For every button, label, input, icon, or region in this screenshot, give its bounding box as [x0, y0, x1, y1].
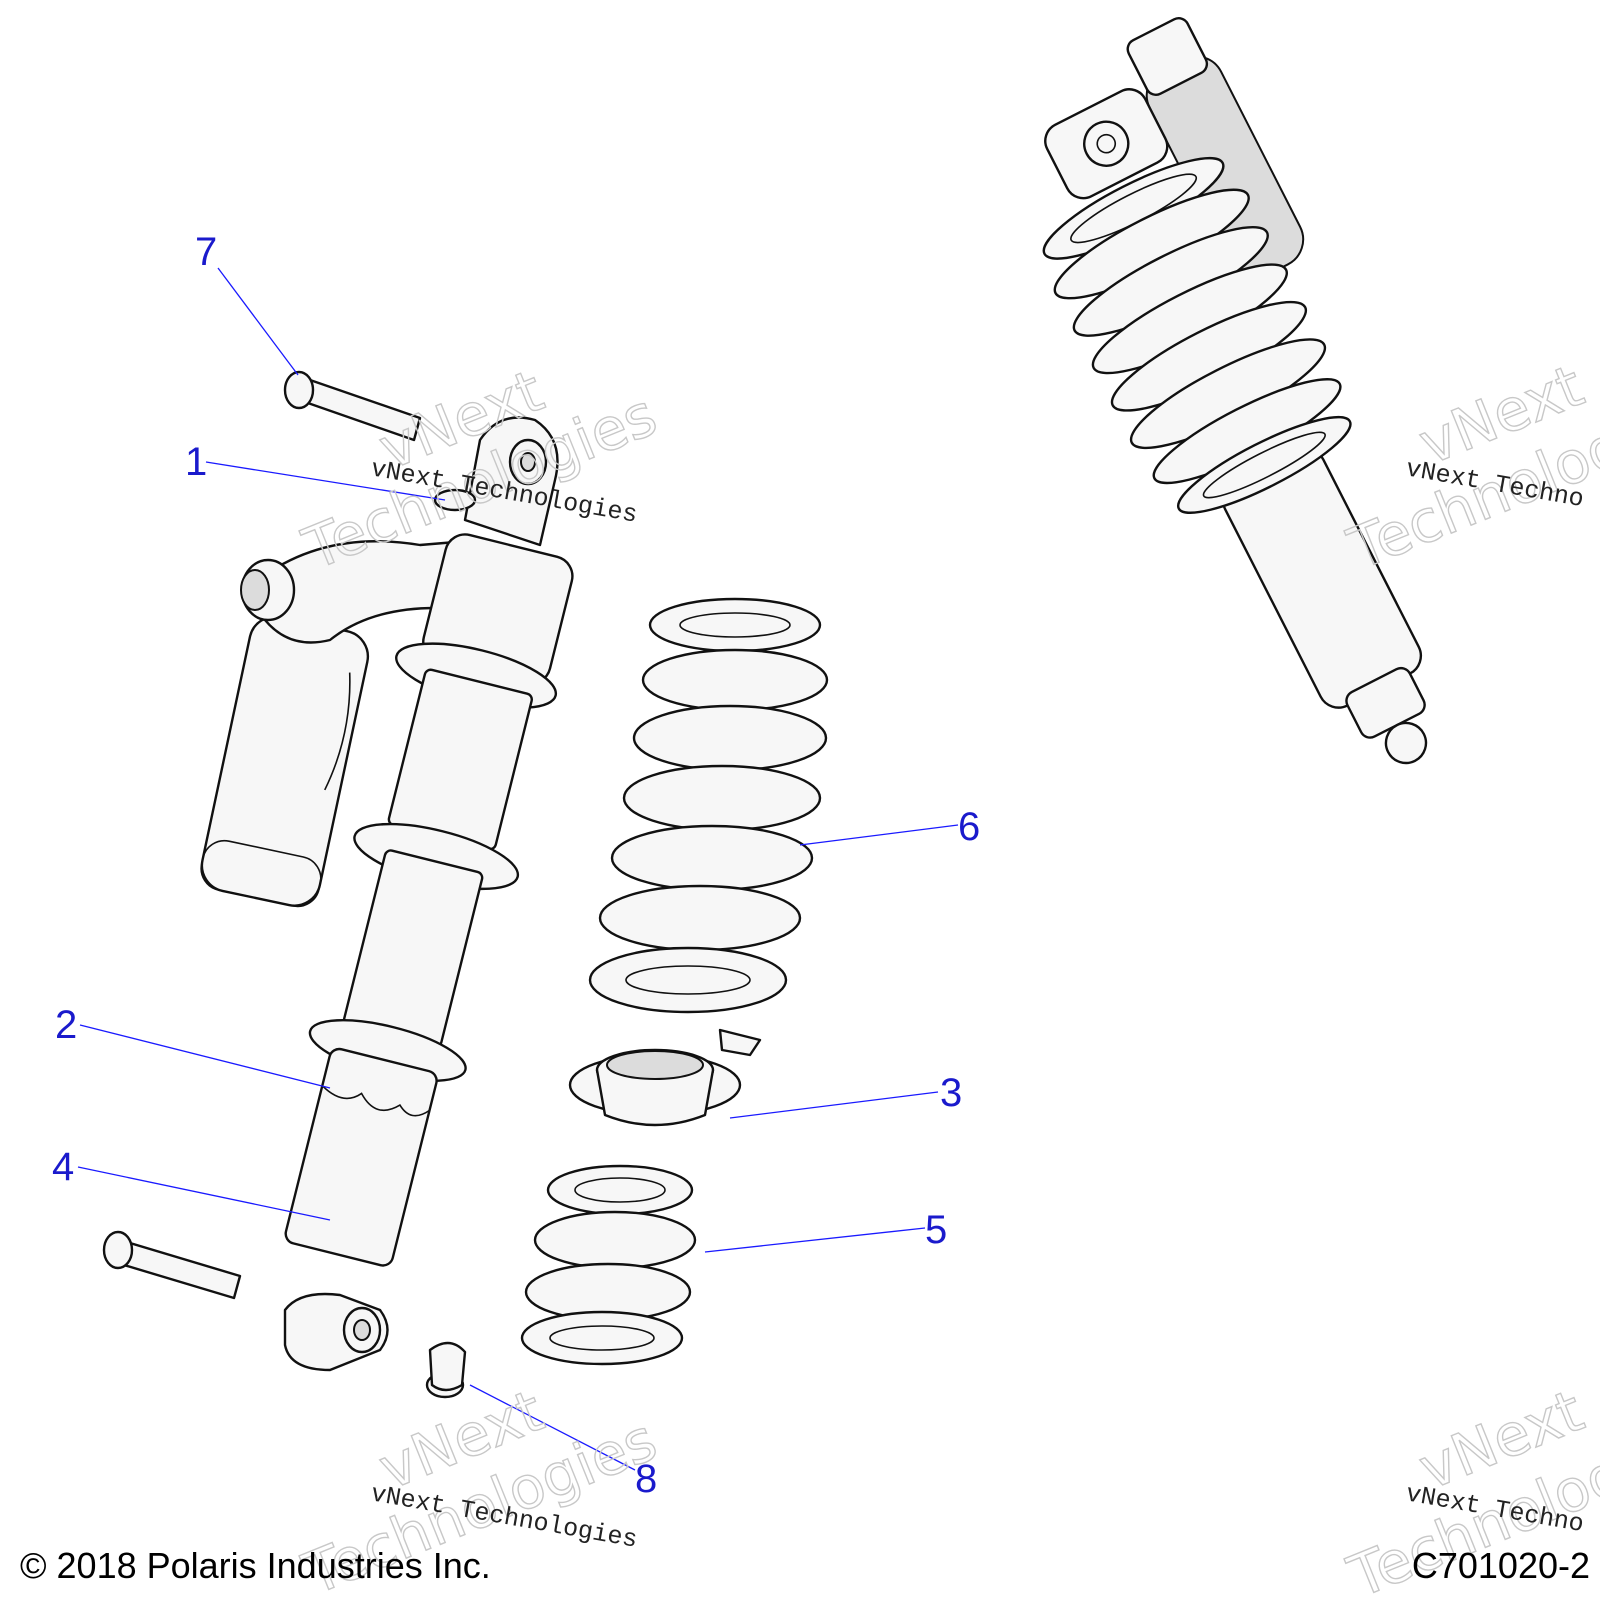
assembled-shock-illustration [1042, 17, 1428, 765]
washer-part [433, 488, 477, 512]
main-coil-spring [588, 597, 829, 1057]
leader-lines [77, 267, 959, 1471]
watermark-top-right: vNext Technologies vNext Techno [1338, 351, 1600, 584]
diagram-code: C701020-2 [1412, 1545, 1590, 1586]
lower-mounting-bolt [102, 1230, 242, 1300]
upper-mounting-bolt [283, 370, 422, 442]
callout-1: 1 [185, 440, 207, 484]
flange-nut [425, 1341, 467, 1399]
callout-7: 7 [195, 230, 217, 274]
tender-coil-spring [520, 1164, 697, 1366]
callout-2: 2 [55, 1003, 77, 1047]
spring-coupler [568, 1048, 742, 1127]
copyright-text: © 2018 Polaris Industries Inc. [20, 1545, 491, 1586]
callout-4: 4 [52, 1145, 74, 1189]
callout-5: 5 [925, 1208, 947, 1252]
callout-8: 8 [635, 1457, 657, 1501]
callout-3: 3 [940, 1071, 962, 1115]
assembled-coil-spring [1042, 156, 1352, 514]
shock-body-illustration [200, 416, 574, 1372]
callout-6: 6 [958, 805, 980, 849]
